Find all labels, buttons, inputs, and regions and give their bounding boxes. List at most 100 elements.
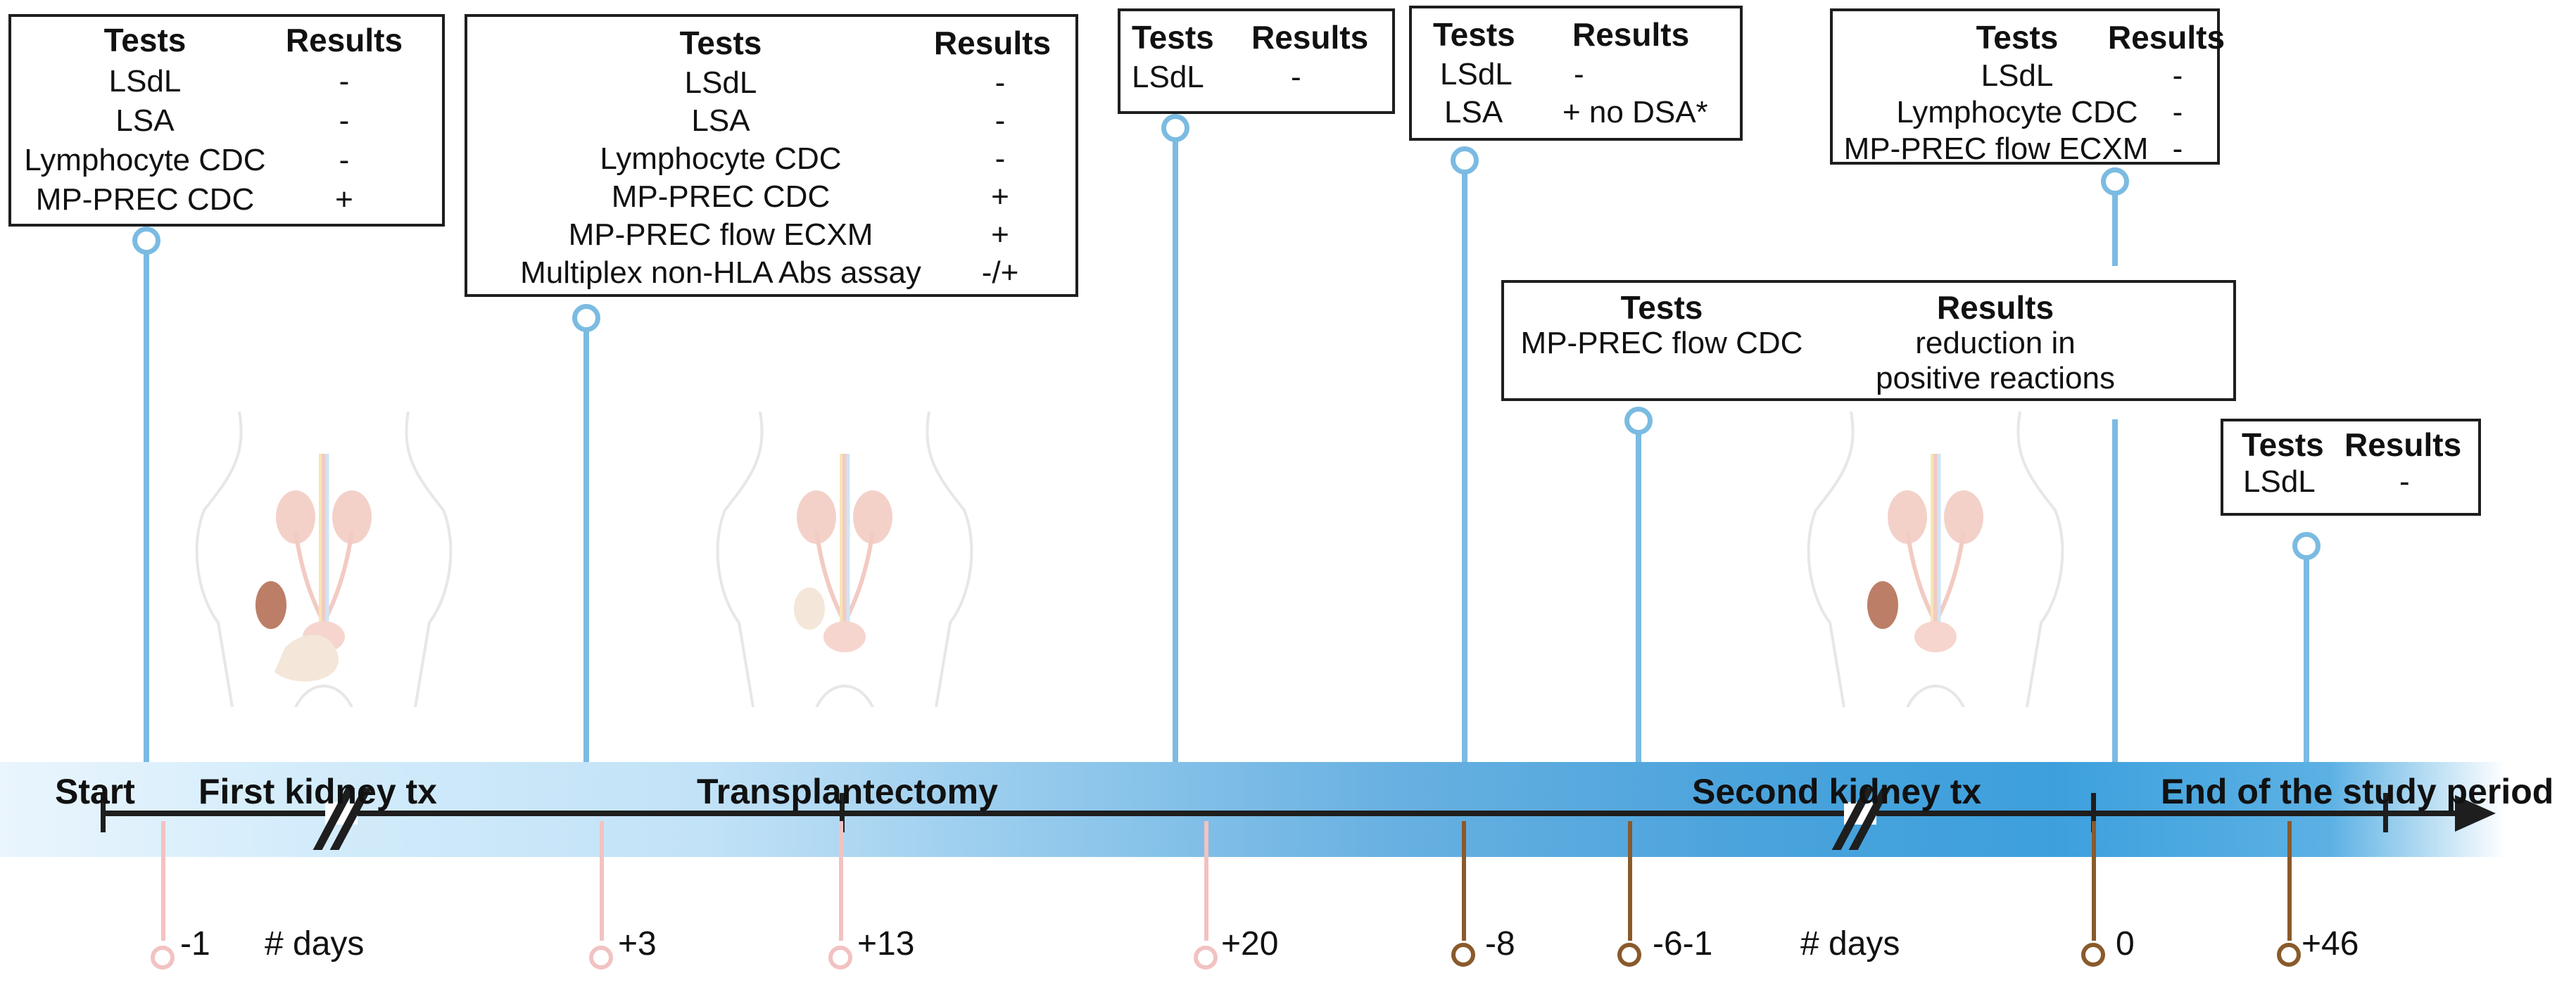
test-result: - bbox=[2399, 464, 2410, 499]
sample-stem-4 bbox=[1204, 821, 1208, 941]
axis-tick-second-tx bbox=[2091, 793, 2096, 832]
pin-stem-5 bbox=[1636, 429, 1641, 762]
test-name: MP-PREC flow ECXM bbox=[1843, 132, 2149, 166]
tests-header: Tests bbox=[1132, 19, 1214, 56]
results-header: Results bbox=[285, 22, 403, 58]
test-result: - bbox=[1291, 60, 1301, 94]
day-label-plus-13: +13 bbox=[857, 925, 915, 963]
sample-marker-6 bbox=[1617, 943, 1641, 967]
day-label-plus-20: +20 bbox=[1221, 925, 1279, 963]
timeline-axis bbox=[101, 811, 2467, 816]
axis-tick-transplantectomy bbox=[840, 793, 845, 832]
test-result: - bbox=[2172, 95, 2183, 129]
test-name: LSdL bbox=[1132, 60, 1204, 94]
tests-header: Tests bbox=[1433, 16, 1515, 53]
results-header: Results bbox=[2344, 426, 2462, 463]
test-name: MP-PREC flow ECXM bbox=[568, 217, 873, 252]
timeline-arrowhead bbox=[2455, 795, 2496, 832]
phase-start: Start bbox=[55, 772, 135, 811]
pin-stem-3 bbox=[1173, 135, 1178, 762]
day-label-days-2: # days bbox=[1800, 925, 1900, 963]
test-name: Lymphocyte CDC bbox=[1896, 95, 2138, 129]
test-name: LSA bbox=[691, 103, 750, 138]
sample-marker-7 bbox=[2081, 943, 2105, 967]
pin-marker-1 bbox=[132, 227, 160, 255]
test-name: Lymphocyte CDC bbox=[24, 143, 266, 177]
results-header: Results bbox=[933, 25, 1052, 61]
test-result: -/+ bbox=[981, 255, 1019, 290]
test-result: - bbox=[995, 65, 1006, 100]
body-kidney-illustration-3 bbox=[1807, 412, 2064, 707]
test-result: + no DSA* bbox=[1562, 95, 1708, 129]
body-kidney-illustration-2 bbox=[716, 412, 973, 707]
tests-header: Tests bbox=[679, 25, 762, 61]
tests-header: Tests bbox=[1620, 289, 1703, 326]
sample-stem-1 bbox=[161, 821, 165, 941]
test-name: LSA bbox=[115, 103, 175, 138]
phase-transplantectomy: Transplantectomy bbox=[697, 772, 998, 811]
test-box-6: Tests Results LSdL - Lymphocyte CDC - MP… bbox=[1830, 8, 2225, 166]
timeline-band bbox=[0, 762, 2506, 857]
tests-header: Tests bbox=[2242, 426, 2324, 463]
test-box-4: Tests Results LSdL - LSA + no DSA* bbox=[1409, 6, 1743, 141]
test-name: Lymphocyte CDC bbox=[600, 141, 842, 176]
axis-tick-end bbox=[2383, 793, 2388, 832]
test-result: positive reactions bbox=[1876, 361, 2115, 395]
tests-header: Tests bbox=[1976, 19, 2059, 56]
test-result: - bbox=[339, 103, 350, 138]
test-box-5: Tests Results MP-PREC flow CDC reduction… bbox=[1501, 280, 2236, 401]
test-result: - bbox=[1574, 57, 1584, 91]
results-header: Results bbox=[1936, 289, 2054, 326]
sample-stem-2 bbox=[600, 821, 604, 941]
test-name: LSdL bbox=[684, 65, 757, 100]
axis-tick-start bbox=[101, 793, 106, 832]
pin-stem-6-top bbox=[2112, 167, 2118, 266]
day-label-plus-46: +46 bbox=[2302, 925, 2359, 963]
phase-end-of-study: End of the study period bbox=[2161, 772, 2554, 811]
test-result: - bbox=[339, 64, 350, 99]
day-label-minus-8: -8 bbox=[1485, 925, 1515, 963]
test-result: - bbox=[995, 103, 1006, 138]
test-name: LSdL bbox=[1440, 57, 1513, 91]
test-name: Multiplex non-HLA Abs assay bbox=[520, 255, 921, 290]
pin-stem-4 bbox=[1462, 167, 1467, 762]
sample-marker-1 bbox=[151, 946, 175, 970]
pin-marker-5 bbox=[1624, 407, 1653, 435]
pin-marker-7 bbox=[2292, 532, 2321, 560]
phase-first-kidney-tx: First kidney tx bbox=[198, 772, 437, 811]
day-label-0: 0 bbox=[2116, 925, 2135, 963]
results-header: Results bbox=[2107, 19, 2225, 56]
pin-stem-6-bottom bbox=[2112, 419, 2118, 762]
test-name: LSA bbox=[1444, 95, 1503, 129]
pin-marker-2 bbox=[572, 304, 600, 332]
sample-stem-8 bbox=[2287, 821, 2292, 941]
day-label-days-1: # days bbox=[265, 925, 365, 963]
tests-header: Tests bbox=[103, 22, 187, 58]
test-result: - bbox=[2172, 58, 2183, 93]
sample-stem-3 bbox=[839, 821, 843, 941]
pin-stem-7 bbox=[2304, 554, 2309, 762]
pin-marker-3 bbox=[1161, 114, 1189, 142]
day-label-minus-1: -1 bbox=[180, 925, 210, 963]
test-result: - bbox=[2172, 132, 2183, 166]
sample-stem-6 bbox=[1628, 821, 1632, 941]
sample-marker-8 bbox=[2277, 943, 2301, 967]
test-name: MP-PREC flow CDC bbox=[1520, 326, 1803, 360]
test-name: MP-PREC CDC bbox=[35, 182, 255, 217]
sample-stem-5 bbox=[1462, 821, 1466, 941]
body-kidney-illustration-1 bbox=[195, 412, 453, 707]
test-name: LSdL bbox=[108, 64, 182, 99]
test-box-7: Tests Results LSdL - bbox=[2221, 419, 2481, 516]
test-name: LSdL bbox=[2243, 464, 2316, 499]
test-name: MP-PREC CDC bbox=[611, 179, 831, 214]
results-header: Results bbox=[1572, 16, 1690, 53]
test-result: + bbox=[991, 179, 1009, 214]
pin-stem-1 bbox=[144, 248, 149, 762]
test-box-1: Tests Results LSdL - LSA - Lymphocyte CD… bbox=[8, 14, 445, 227]
test-result: - bbox=[995, 141, 1006, 176]
results-header: Results bbox=[1251, 19, 1369, 56]
sample-marker-2 bbox=[589, 946, 613, 970]
test-name: LSdL bbox=[1981, 58, 2054, 93]
test-box-2: Tests Results LSdL - LSA - Lymphocyte CD… bbox=[465, 14, 1078, 297]
